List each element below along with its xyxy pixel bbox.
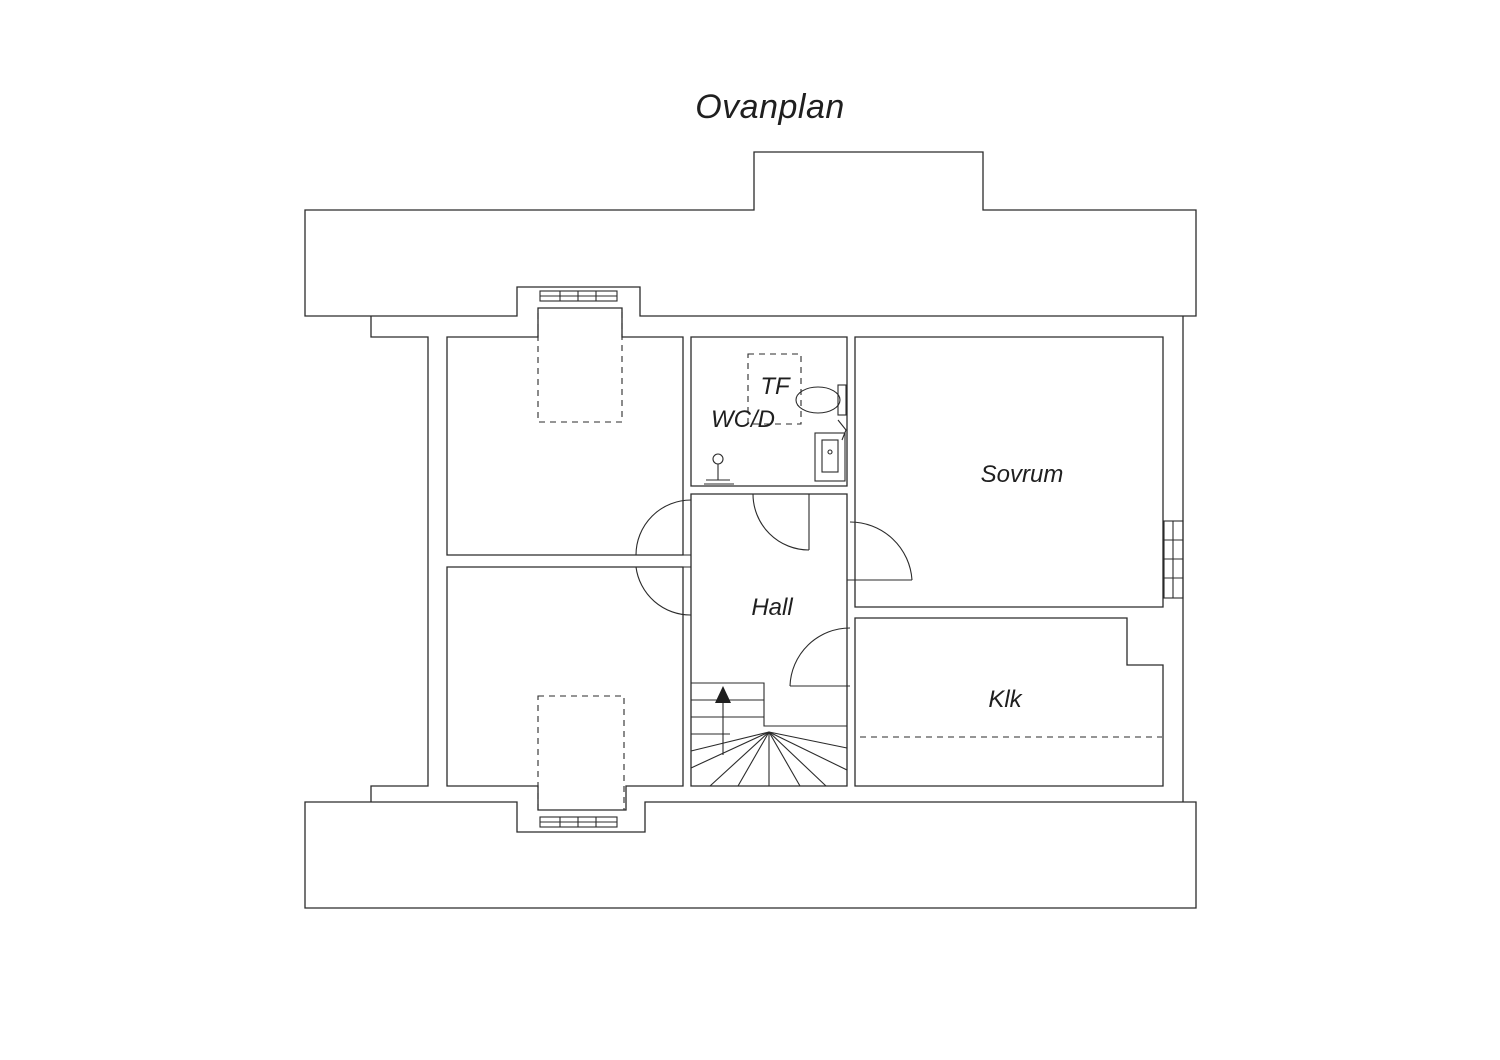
room-label-hall: Hall — [751, 594, 793, 621]
skylight-shaft-top — [537, 307, 623, 423]
door-bottom-left — [635, 566, 692, 616]
bathroom-hatch — [747, 353, 802, 425]
skylight-window-bottom — [539, 816, 618, 828]
sink-icon — [814, 419, 847, 482]
roof-bottom — [304, 801, 1197, 909]
plan-title: Ovanplan — [695, 88, 845, 126]
roof-top — [304, 151, 1197, 317]
room-closet — [854, 617, 1164, 787]
skylight-shaft-bottom — [537, 695, 625, 811]
room-label-tf: TF — [760, 373, 791, 400]
room-label-closet: Klk — [988, 686, 1023, 713]
stair-arrow-icon — [715, 686, 731, 703]
door-top-left — [635, 499, 692, 556]
toilet-icon — [795, 384, 847, 416]
door-closet — [789, 627, 851, 687]
window-bedroom — [1163, 520, 1184, 599]
skylight-window-top — [539, 290, 618, 302]
room-label-wc: WC/D — [711, 406, 775, 433]
door-bathroom — [752, 493, 810, 551]
staircase — [690, 682, 848, 787]
room-hall — [690, 493, 848, 787]
room-top-left — [446, 307, 684, 556]
room-bottom-left — [446, 566, 684, 811]
room-bedroom — [854, 336, 1164, 608]
room-bathroom — [690, 336, 848, 487]
door-bedroom — [847, 521, 913, 581]
tap-icon — [704, 453, 734, 485]
room-label-bedroom: Sovrum — [981, 461, 1064, 488]
